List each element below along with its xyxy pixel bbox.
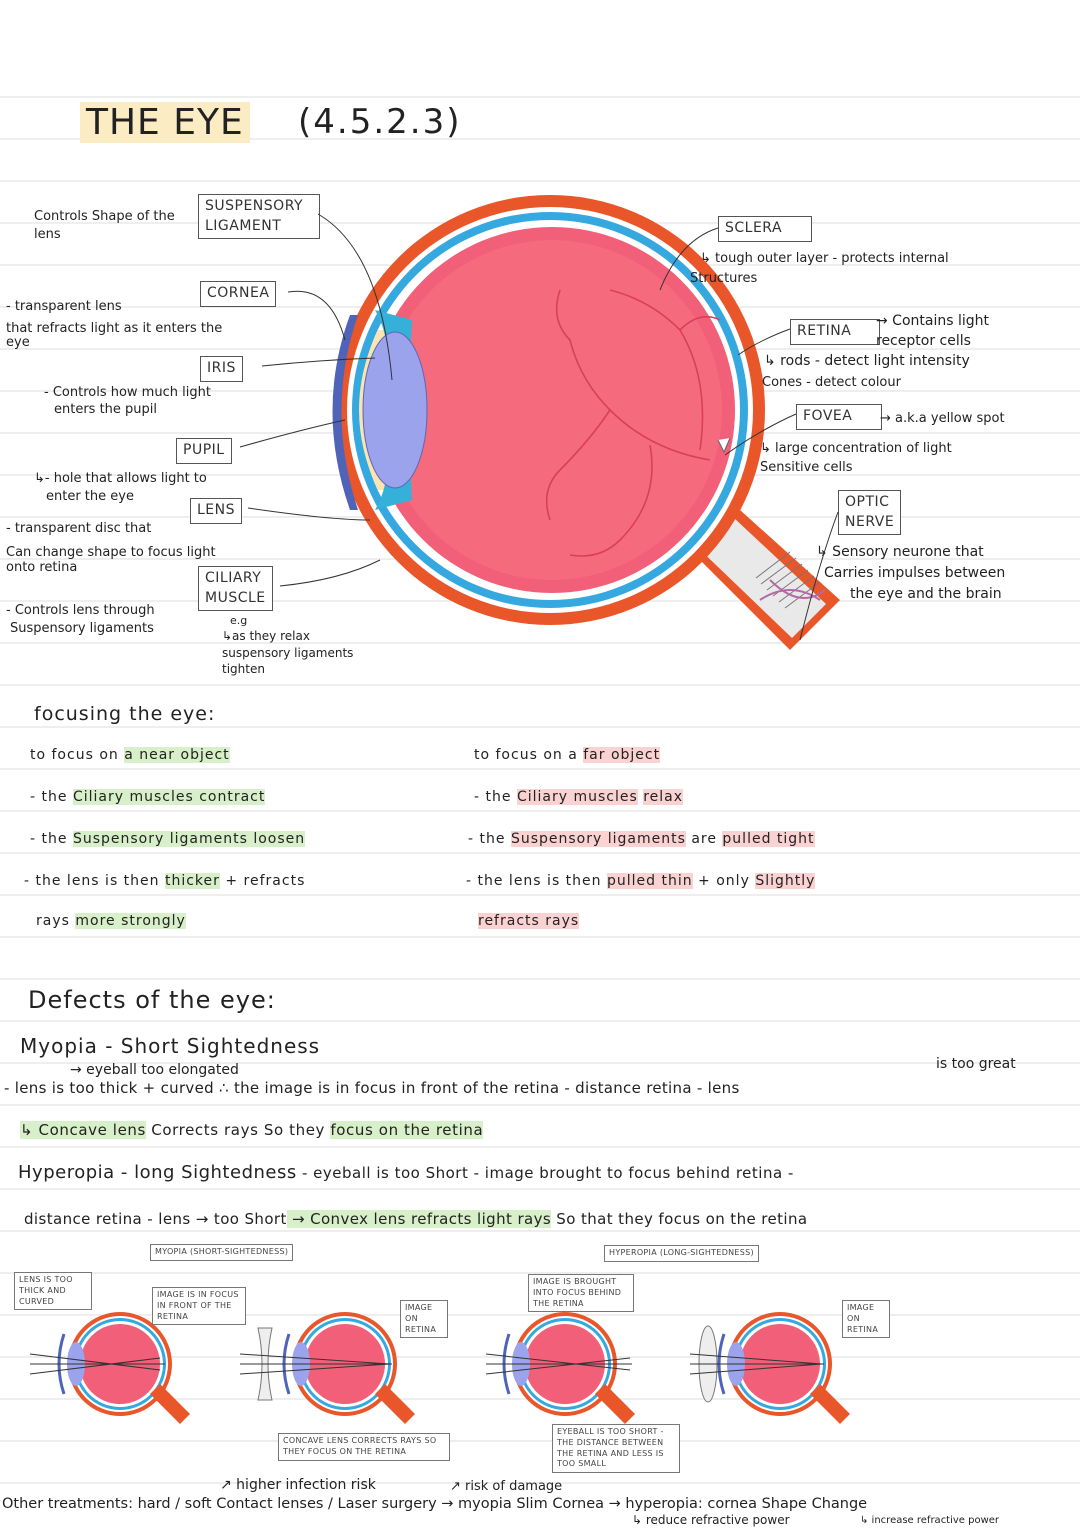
iris-note-2: enters the pupil: [54, 402, 158, 417]
hyperopia-diagram-label: HYPEROPIA (LONG-SIGHTEDNESS): [604, 1245, 759, 1262]
near-line-3: - the lens is then thicker + refracts: [24, 873, 306, 889]
defect-diagrams: [29, 1312, 850, 1424]
myopia-note-2: IMAGE IS IN FOCUS IN FRONT OF THE RETINA: [152, 1287, 246, 1326]
pupil-note-1: ↳- hole that allows light to: [34, 471, 207, 486]
optic-note-3: the eye and the brain: [850, 586, 1002, 602]
title-code: (4.5.2.3): [298, 102, 462, 142]
near-intro: to focus on a near object: [30, 747, 230, 763]
lens-note-1: - transparent disc that: [6, 521, 152, 536]
near-line-2: - the Suspensory ligaments loosen: [30, 831, 306, 847]
retina-label: RETINA: [790, 319, 880, 345]
fovea-note-3: Sensitive cells: [760, 460, 853, 475]
pupil-label: PUPIL: [176, 438, 232, 464]
lens-shape: [362, 331, 428, 489]
suspensory-note: Controls Shape of the lens: [34, 209, 175, 242]
treatment-risk-2: ↗ risk of damage: [450, 1479, 563, 1494]
hyperopia-title: Hyperopia - long Sightedness - eyeball i…: [18, 1162, 794, 1183]
hyperopia-note-3: EYEBALL IS TOO SHORT - THE DISTANCE BETW…: [552, 1424, 680, 1474]
myopia-sub: → eyeball too elongated: [70, 1062, 239, 1078]
retina-note-3: ↳ rods - detect light intensity: [764, 353, 970, 369]
mini-eye-2: [282, 1312, 415, 1424]
suspensory-ligament-label: SUSPENSORY LIGAMENT: [198, 194, 320, 240]
hyperopia-note-2: IMAGE ON RETINA: [842, 1300, 890, 1339]
far-line-4: refracts rays: [478, 913, 580, 929]
cornea-note-1: - transparent lens: [6, 299, 122, 314]
fovea-label: FOVEA: [796, 404, 882, 430]
ciliary-note-2: Suspensory ligaments: [10, 621, 154, 636]
ciliary-note-5: suspensory ligaments: [222, 646, 354, 660]
hyperopia-note-1: IMAGE IS BROUGHT INTO FOCUS BEHIND THE R…: [528, 1274, 634, 1313]
far-intro: to focus on a far object: [474, 747, 661, 763]
sclera-label: SCLERA: [718, 216, 812, 242]
myopia-line: - lens is too thick + curved ∴ the image…: [4, 1079, 740, 1097]
myopia-note-1: LENS IS TOO THICK AND CURVED: [14, 1272, 92, 1311]
near-line-1: - the Ciliary muscles contract: [30, 789, 266, 805]
lens-note-2: Can change shape to focus light: [6, 545, 216, 560]
cornea-note-2: that refracts light as it enters the: [6, 321, 223, 336]
iris-label: IRIS: [200, 356, 243, 382]
lens-note-3: onto retina: [6, 560, 78, 575]
optic-note-2: Carries impulses between: [824, 565, 1006, 581]
ciliary-note-4: ↳as they relax: [222, 629, 310, 643]
ciliary-note-6: tighten: [222, 662, 265, 676]
myopia-note-3: IMAGE ON RETINA: [400, 1300, 448, 1339]
fovea-note-2: ↳ large concentration of light: [760, 441, 952, 456]
title-main: THE EYE: [80, 102, 250, 143]
treatment-risk-1: ↗ higher infection risk: [220, 1477, 376, 1493]
myopia-great: is too great: [936, 1056, 1016, 1072]
fovea-note-1: → a.k.a yellow spot: [880, 411, 1005, 426]
iris-note-1: - Controls how much light: [44, 385, 211, 400]
myopia-title: Myopia - Short Sightedness: [20, 1034, 321, 1058]
lens-label: LENS: [190, 498, 243, 524]
focusing-heading: focusing the eye:: [34, 703, 216, 725]
treatment-sub-1: ↳ reduce refractive power: [632, 1513, 790, 1527]
far-line-3: - the lens is then pulled thin + only Sl…: [466, 873, 816, 889]
concave-line: ↳ Concave lens Corrects rays So they foc…: [20, 1121, 484, 1139]
sclera-note-1: ↳ tough outer layer - protects internal: [700, 251, 949, 266]
pupil-note-2: enter the eye: [46, 489, 134, 504]
retina-note-2: receptor cells: [876, 333, 971, 349]
eye-cross-section: [332, 195, 840, 650]
cornea-note-3: eye: [6, 335, 30, 350]
defects-heading: Defects of the eye:: [28, 986, 276, 1014]
retina-note-1: → Contains light: [876, 313, 989, 329]
treatment-sub-2: ↳ increase refractive power: [860, 1515, 1000, 1526]
treatments-line: Other treatments: hard / soft Contact le…: [2, 1496, 868, 1512]
optic-note-1: ↳ Sensory neurone that: [816, 544, 984, 560]
ciliary-note-3: e.g: [230, 614, 248, 627]
ciliary-note-1: - Controls lens through: [6, 603, 155, 618]
sclera-note-2: Structures: [690, 271, 758, 286]
myopia-diagram-label: MYOPIA (SHORT-SIGHTEDNESS): [150, 1244, 294, 1261]
page-title: THE EYE: [80, 102, 250, 143]
mini-eye-4: [717, 1312, 850, 1424]
far-line-2: - the Suspensory ligaments are pulled ti…: [468, 831, 815, 847]
blood-vessels: [545, 289, 721, 557]
myopia-note-4: CONCAVE LENS CORRECTS RAYS SO THEY FOCUS…: [278, 1433, 450, 1461]
far-line-1: - the Ciliary muscles relax: [474, 789, 684, 805]
retina-note-4: Cones - detect colour: [762, 375, 901, 390]
near-line-4: rays more strongly: [36, 913, 186, 929]
cornea-label: CORNEA: [200, 281, 277, 307]
hyperopia-line: distance retina - lens → too Short → Con…: [24, 1210, 808, 1228]
